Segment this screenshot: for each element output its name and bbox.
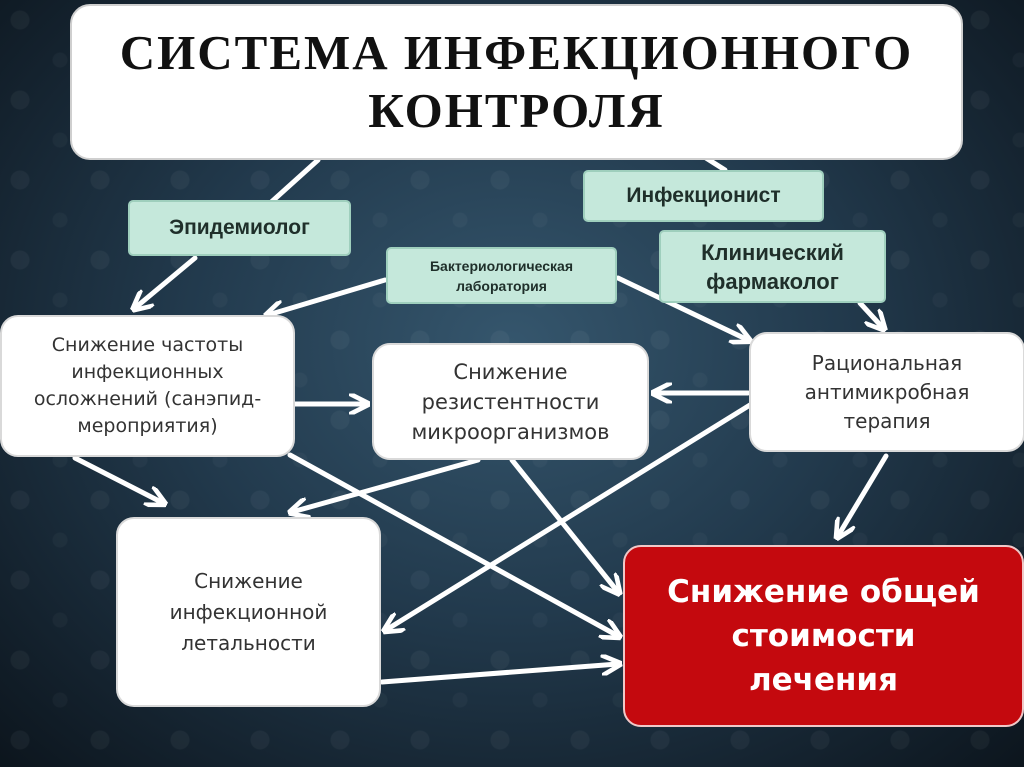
outcome-resistance: Снижение резистентности микроорганизмов [372, 343, 649, 460]
role-bacteriology-lab: Бактериологическая лаборатория [386, 247, 617, 304]
role-epidemiologist: Эпидемиолог [128, 200, 351, 256]
arrow-resistance-to-cost [509, 457, 618, 592]
arrow-title-to-infectionist [703, 155, 728, 173]
arrow-pharmacologist-to-therapy [857, 300, 883, 328]
arrow-complications-to-mortality [72, 455, 163, 503]
role-clinical-pharmacologist: Клинический фармаколог [659, 230, 886, 303]
outcome-complications: Снижение частоты инфекционных осложнений… [0, 315, 295, 457]
diagram-title: СИСТЕМА ИНФЕКЦИОННОГО КОНТРОЛЯ [70, 4, 963, 160]
outcome-therapy: Рациональная антимикробная терапия [749, 332, 1024, 452]
arrow-therapy-to-mortality [386, 402, 753, 630]
arrow-complications-to-cost [287, 452, 618, 636]
arrow-title-to-epidemiologist [265, 157, 321, 208]
arrow-epidemiologist-to-complications [135, 255, 198, 308]
arrow-therapy-to-cost [838, 453, 889, 536]
arrow-mortality-to-cost [379, 664, 618, 685]
arrow-lab-to-therapy [615, 275, 748, 340]
role-infectionist: Инфекционист [583, 170, 824, 222]
outcome-mortality: Снижение инфекционной летальности [116, 517, 381, 707]
outcome-cost: Снижение общей стоимости лечения [623, 545, 1024, 727]
arrow-resistance-to-mortality [292, 457, 481, 512]
arrow-lab-to-complications [268, 277, 388, 315]
